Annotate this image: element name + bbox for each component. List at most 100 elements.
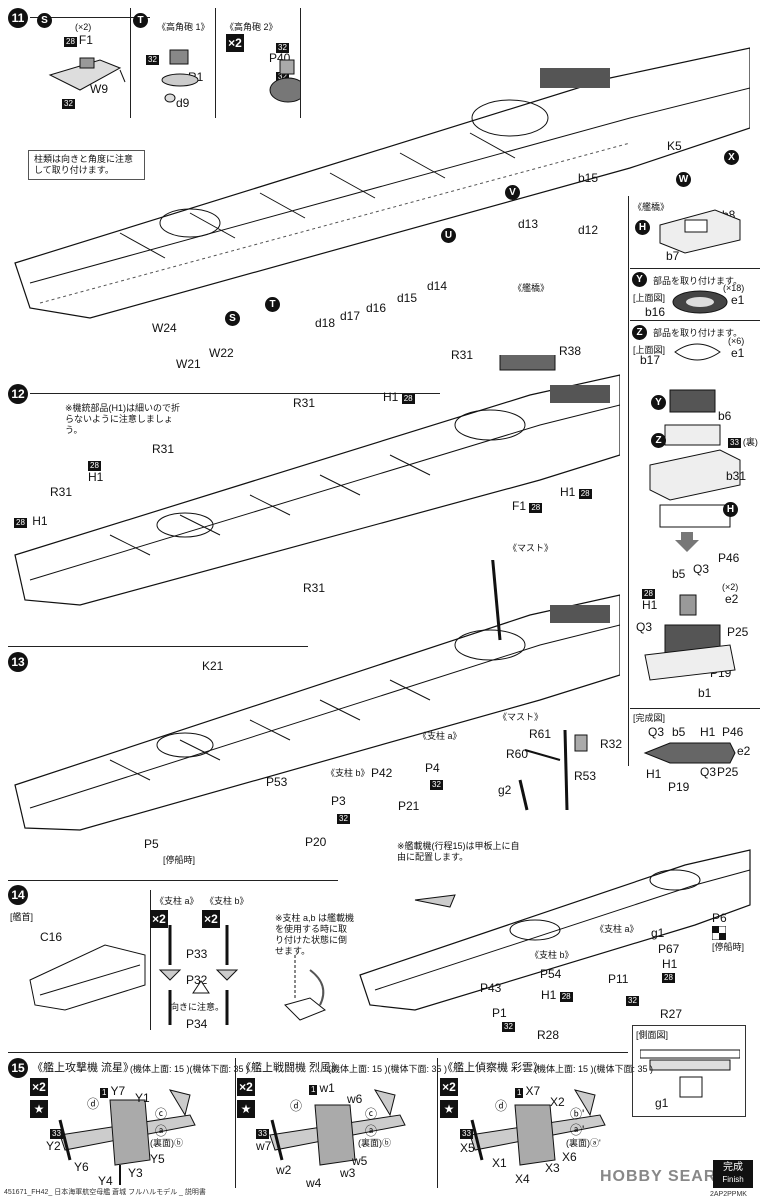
label-w2: w2 <box>276 1163 292 1177</box>
label-side-view: [側面図] <box>636 1030 669 1040</box>
label-d16: d16 <box>366 301 387 315</box>
page-ref: 32 <box>502 1022 515 1032</box>
label-x2b: (×2) <box>722 582 739 592</box>
label-aa-gun-1: 《高角砲 1》 <box>157 22 210 32</box>
marker-y2: Y <box>651 395 666 410</box>
carrier-hull-step11 <box>14 47 750 319</box>
label-P6: P6 <box>712 911 727 925</box>
label-e1: e1 <box>731 346 745 360</box>
y-note: 部品を取り付けます。 <box>653 276 743 286</box>
plane3-info: (機体上面: 15 )(機体下面: 35 ) <box>534 1064 654 1074</box>
divider <box>235 1058 236 1188</box>
carrier-hull-step13 <box>14 560 620 831</box>
label-Y4: Y4 <box>98 1174 113 1188</box>
side-view-drawing <box>640 1049 740 1098</box>
label-H1: 28 H1 <box>14 514 48 528</box>
page-ref: 32 <box>337 814 350 824</box>
label-fb5: b5 <box>672 725 686 739</box>
label-b15: b15 <box>578 171 599 185</box>
label-a3: ⓐ <box>365 1124 378 1138</box>
label-g1b: g1 <box>655 1096 669 1110</box>
label-X6: X6 <box>562 1150 577 1164</box>
page-ref: 32 <box>276 43 289 53</box>
multiplier-badge: ×2 <box>202 910 220 928</box>
page-ref: 32 <box>626 996 639 1006</box>
label-e1: e1 <box>731 293 745 307</box>
label-d14: d14 <box>427 279 448 293</box>
marker-t2: T <box>265 297 280 312</box>
label-P25: P25 <box>727 625 749 639</box>
label-stop: [停船時] <box>163 855 196 865</box>
label-R60: R60 <box>506 747 529 761</box>
label-X3: X3 <box>545 1161 560 1175</box>
step-number-14: 14 <box>8 885 28 905</box>
plane1-info: (機体上面: 15 )(機体下面: 35 ) <box>130 1064 250 1074</box>
footer-code: 2AP2PPMK <box>710 1191 747 1198</box>
step-number-12: 12 <box>8 384 28 404</box>
marker-u: U <box>441 228 456 243</box>
label-back2: (裏面)ⓑ <box>358 1138 392 1148</box>
b17-drawing <box>674 343 721 361</box>
label-P42: P42 <box>371 766 393 780</box>
bridge-assembly <box>649 389 741 528</box>
label-R31: R31 <box>50 485 73 499</box>
label-b16: b16 <box>645 305 666 319</box>
rule <box>630 320 760 321</box>
label-g2: g2 <box>498 783 512 797</box>
label-R38: R38 <box>559 344 582 358</box>
bridge-exploded <box>644 594 736 681</box>
page-ref: 28 <box>662 973 675 983</box>
label-fH1b: H1 <box>646 767 662 781</box>
marker-h: H <box>635 220 650 235</box>
label-b7: b7 <box>666 249 680 263</box>
label-fP19: P19 <box>668 780 690 794</box>
marker-s: S <box>37 13 52 28</box>
h1-caution-note: ※機銃部品(H1)は細いので折らないように注意しましょう。 <box>60 400 190 439</box>
label-e2: e2 <box>725 592 739 606</box>
label-X4: X4 <box>515 1172 530 1186</box>
multiplier-badge: ×2 <box>440 1078 458 1096</box>
label-caution: 向きに注意。 <box>170 1002 225 1012</box>
marker-z: Z <box>632 325 647 340</box>
label-b1: b1 <box>698 686 712 700</box>
label-d3: ⓓ <box>495 1099 508 1113</box>
bridge-part-drawing <box>659 209 741 254</box>
label-H1: H1 28 <box>383 390 415 404</box>
label-Y1: Y1 <box>135 1091 150 1105</box>
pillar-drawings <box>158 925 239 1025</box>
bow-drawing <box>29 944 146 1011</box>
label-mast-12: 《マスト》 <box>508 543 554 553</box>
label-c: ⓒ <box>155 1107 168 1121</box>
label-X1: X1 <box>492 1156 507 1170</box>
label-d18: d18 <box>315 316 336 330</box>
marker-h2: H <box>723 502 738 517</box>
label-x18: (×18) <box>723 283 745 293</box>
page-ref: 33 <box>50 1129 63 1139</box>
label-R27: R27 <box>660 1007 683 1021</box>
label-d13: d13 <box>518 217 539 231</box>
label-P20: P20 <box>305 835 327 849</box>
label-fH1: H1 <box>700 725 716 739</box>
plane1-title: 《艦上攻撃機 流星》 <box>32 1062 135 1074</box>
step-rule <box>8 646 308 647</box>
label-P21: P21 <box>398 799 420 813</box>
label-Q3: Q3 <box>693 562 710 576</box>
label-g1: g1 <box>651 926 665 940</box>
label-R31: R31 <box>451 348 474 362</box>
label-top-view: [上面図] <box>633 345 666 355</box>
label-P11: P11 <box>608 972 629 986</box>
plane2-title: 《艦上戦闘機 烈風》 <box>240 1062 343 1074</box>
watermark: HOBBY SEARCH <box>600 1168 742 1185</box>
label-top-view: [上面図] <box>633 293 666 303</box>
label-b2: ⓑ' <box>570 1107 585 1121</box>
label-W22: W22 <box>209 346 234 360</box>
marker-z2: Z <box>651 433 666 448</box>
footer-text: 451671_FH42_ 日本海軍航空母艦 蒼城 フルハルモデル _ 説明書 <box>4 1189 206 1196</box>
pillar-fold-drawing <box>284 955 326 1021</box>
divider <box>130 8 131 118</box>
plane2-info: (機体上面: 15 )(機体下面: 35 ) <box>328 1064 448 1074</box>
mast-drawing <box>518 730 588 811</box>
label-stop-14: [停船時] <box>712 942 745 952</box>
label-W9: W9 <box>90 82 108 96</box>
